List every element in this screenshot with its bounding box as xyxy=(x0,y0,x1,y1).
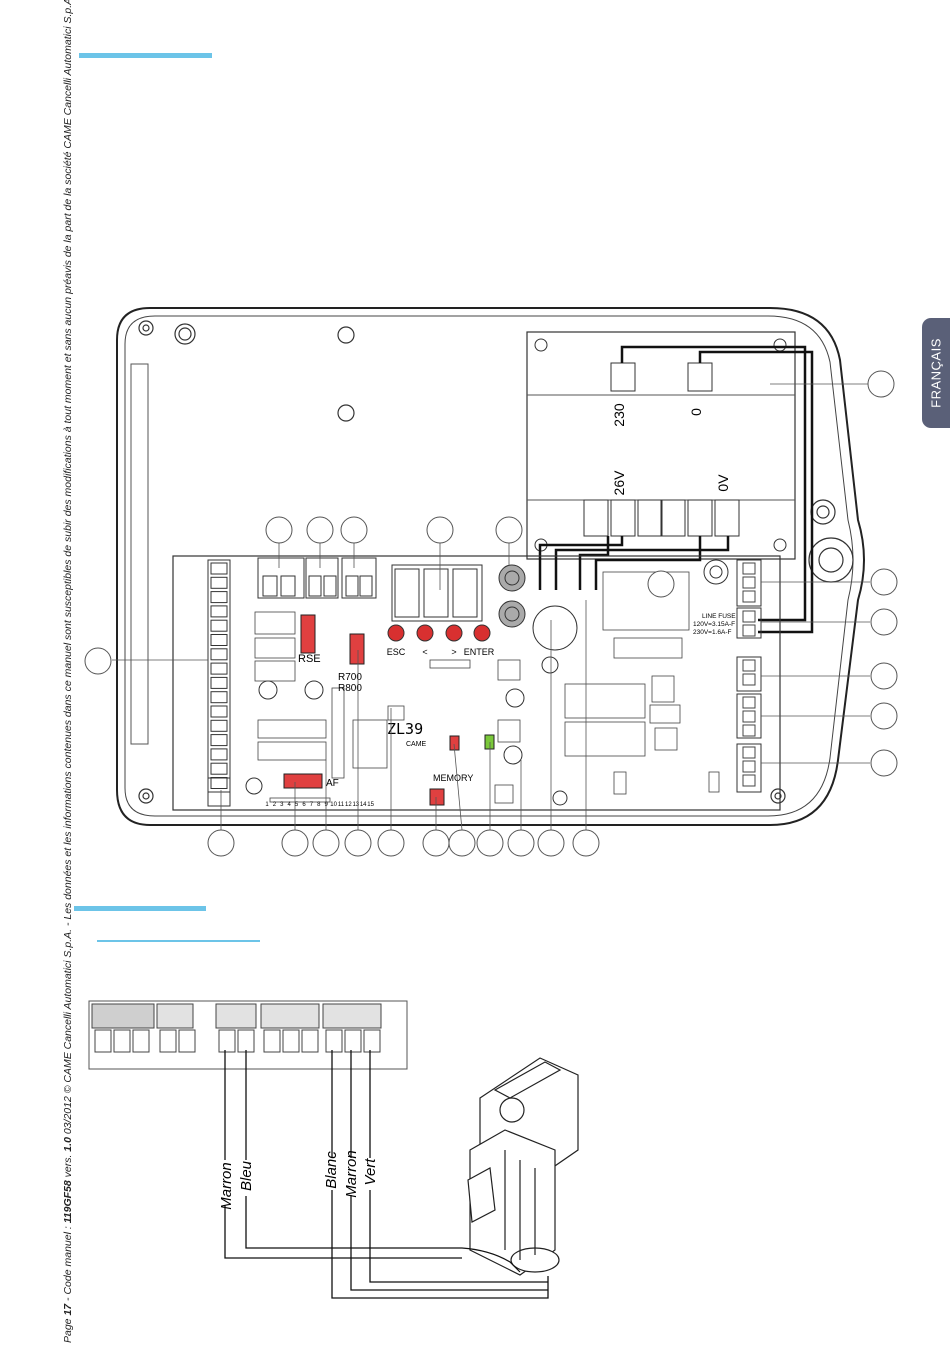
board-name: ZL39 xyxy=(387,720,423,738)
connector-memory xyxy=(429,788,445,806)
transformer-label-0: 0 xyxy=(688,408,704,416)
terminal-screw xyxy=(742,673,756,686)
terminal-screw xyxy=(742,624,756,637)
terminal-screw xyxy=(210,634,228,646)
terminal-screw xyxy=(210,591,228,604)
transformer-label-26v: 26V xyxy=(611,470,627,496)
terminal-screw xyxy=(210,562,228,575)
terminal-screw xyxy=(210,705,228,718)
button-left[interactable] xyxy=(416,624,434,642)
terminal-number: 3 xyxy=(280,802,284,808)
terminal-number: 14 xyxy=(360,802,367,808)
transformer-label-0v: 0V xyxy=(715,474,731,492)
terminal-screw xyxy=(742,696,756,709)
terminal-screw xyxy=(742,590,756,603)
connector-af xyxy=(283,773,323,789)
terminal-strip-left xyxy=(207,559,231,793)
button-label-right: > xyxy=(451,647,456,657)
terminal-screw xyxy=(210,576,228,589)
terminal-number: 6 xyxy=(302,802,306,808)
button-right[interactable] xyxy=(445,624,463,642)
section-rule-middle xyxy=(74,906,206,911)
terminal-screw xyxy=(210,676,228,689)
terminal-screw xyxy=(742,562,756,575)
terminal-number: 12 xyxy=(345,802,352,808)
terminal-screw xyxy=(210,734,228,747)
control-board xyxy=(172,555,781,811)
led-green xyxy=(484,734,495,750)
label-af: AF xyxy=(326,778,339,789)
fuse-label-230v: 230V=1.6A-F xyxy=(693,629,732,636)
label-memory: MEMORY xyxy=(433,773,473,783)
terminal-screw xyxy=(742,710,756,723)
terminal-screw xyxy=(742,610,756,623)
brand-label: CAME xyxy=(406,741,427,748)
terminal-screw xyxy=(742,724,756,737)
terminal-number: 5 xyxy=(295,802,299,808)
button-label-esc: ESC xyxy=(387,647,406,657)
terminal-number: 9 xyxy=(325,802,329,808)
subsection-rule xyxy=(97,940,260,942)
terminal-screw xyxy=(742,746,756,759)
terminal-screw xyxy=(210,762,228,775)
terminal-number: 15 xyxy=(367,802,374,808)
connector-rse xyxy=(300,614,316,654)
button-label-enter: ENTER xyxy=(464,647,495,657)
terminal-screw xyxy=(742,774,756,787)
terminal-screw xyxy=(210,777,228,789)
terminal-screw xyxy=(210,748,228,761)
terminal-screw xyxy=(742,760,756,773)
terminal-screw xyxy=(210,691,228,704)
language-tab[interactable]: FRANÇAIS xyxy=(922,318,950,428)
terminal-number: 11 xyxy=(338,802,345,808)
label-r700: R700 xyxy=(338,672,362,683)
label-r800: R800 xyxy=(338,683,362,694)
connector-r700-r800 xyxy=(349,633,365,665)
terminal-number: 7 xyxy=(310,802,314,808)
label-rse: RSE xyxy=(298,653,321,665)
terminal-number: 1 xyxy=(265,802,269,808)
transformer-label-230: 230 xyxy=(611,403,627,427)
seven-segment-display xyxy=(391,564,483,622)
terminal-screw xyxy=(210,619,228,632)
terminal-number: 8 xyxy=(317,802,321,808)
terminal-screw xyxy=(210,719,228,732)
fuse-label-line: LINE FUSE xyxy=(702,613,736,620)
enclosure-outline xyxy=(116,307,865,826)
fuse-label-120v: 120V=3.15A-F xyxy=(693,621,735,628)
callout-markers xyxy=(84,370,898,857)
terminal-number: 13 xyxy=(352,802,359,808)
button-esc[interactable] xyxy=(387,624,405,642)
terminal-screw xyxy=(210,648,228,661)
enclosure-inner xyxy=(124,315,854,817)
keypad-buttons xyxy=(387,624,491,642)
terminal-number: 4 xyxy=(288,802,292,808)
section-rule-top xyxy=(79,53,212,58)
button-enter[interactable] xyxy=(473,624,491,642)
terminal-screw xyxy=(742,576,756,589)
terminal-numbers: 123456789101112131415 xyxy=(265,802,374,808)
button-label-left: < xyxy=(422,647,427,657)
terminal-number: 2 xyxy=(273,802,277,808)
terminal-screw xyxy=(210,662,228,675)
terminal-number: 10 xyxy=(330,802,337,808)
terminal-screw xyxy=(742,659,756,672)
terminal-screw xyxy=(210,605,228,618)
